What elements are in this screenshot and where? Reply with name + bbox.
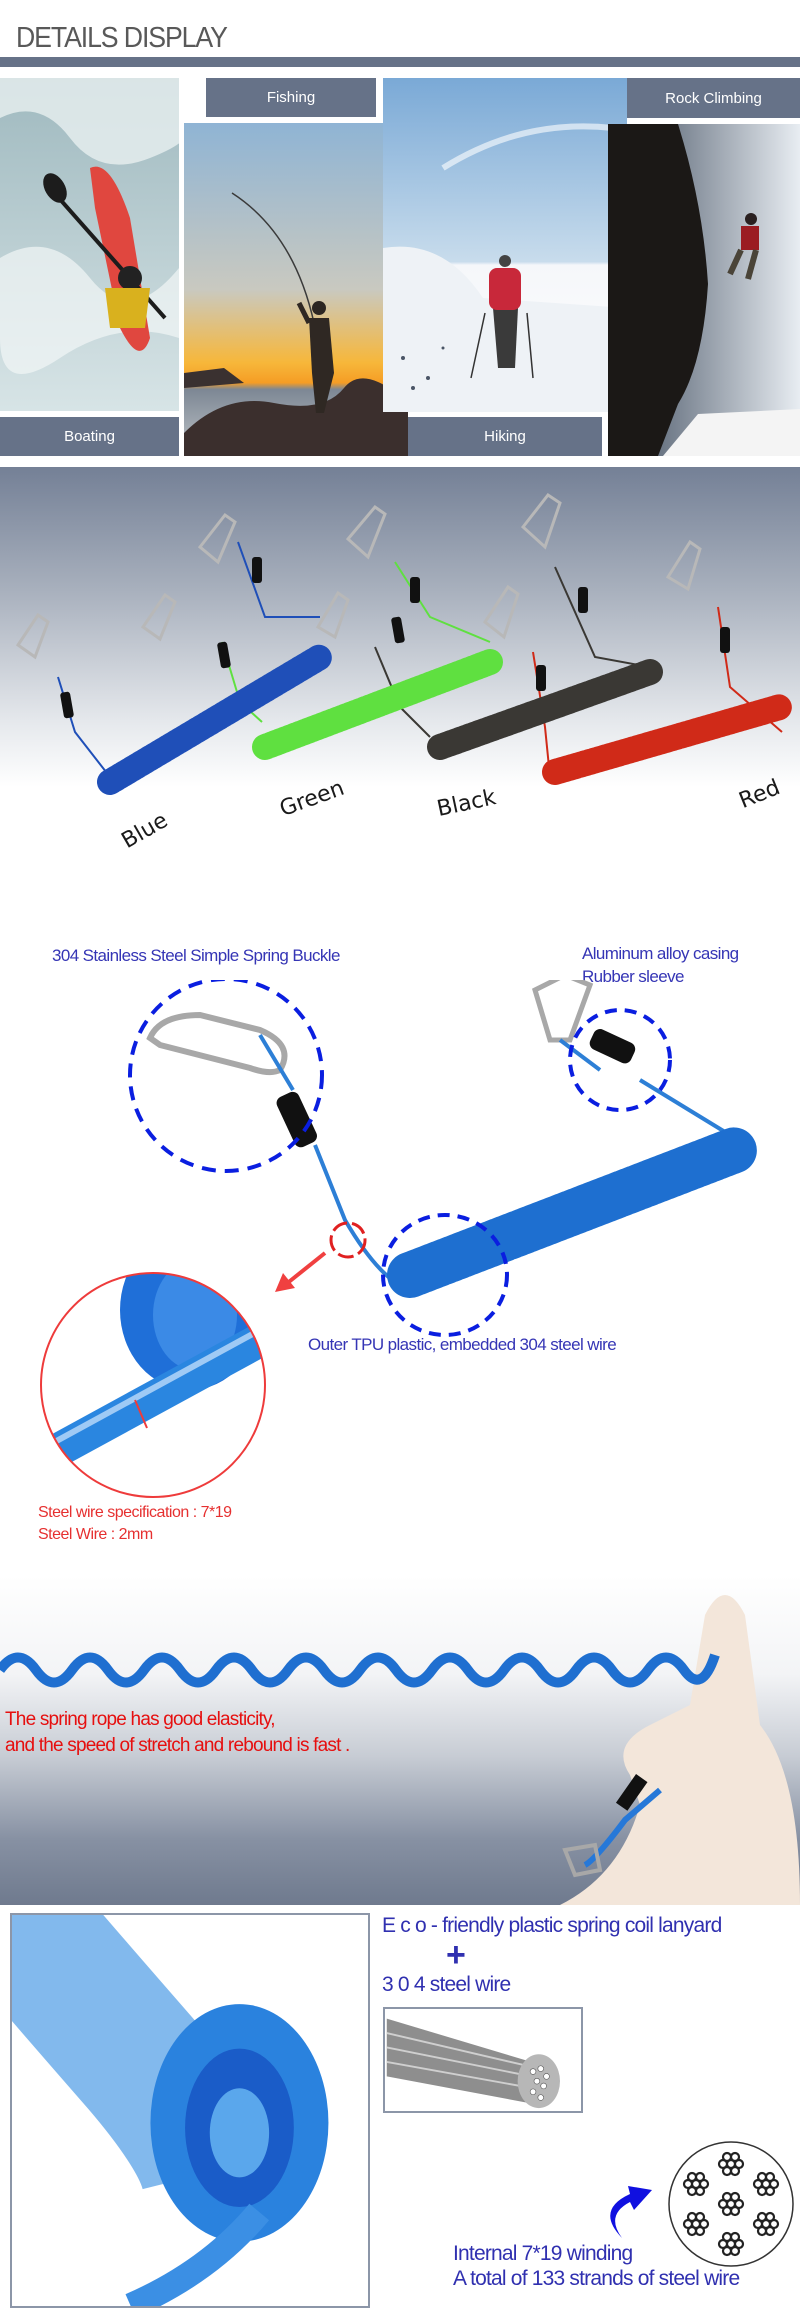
coil-red — [542, 694, 793, 785]
elasticity-note-line2: and the speed of stretch and rebound is … — [5, 1735, 350, 1756]
casing-note-line1: Aluminum alloy casing — [582, 944, 739, 963]
lanyard-diagram — [40, 980, 758, 1498]
spec-note-line1: Steel wire specification : 7*19 — [38, 1504, 232, 1521]
sleeve-callout — [568, 1008, 672, 1112]
coil-callout — [381, 1213, 509, 1337]
photo-fishing — [184, 123, 408, 456]
arrow-icon — [283, 1251, 327, 1287]
rubber-sleeve-icon — [276, 1091, 317, 1148]
elasticity-panel: The spring rope has good elasticity, and… — [0, 1575, 800, 1905]
elasticity-note-line1: The spring rope has good elasticity, — [5, 1709, 276, 1730]
label-fishing: Fishing — [206, 78, 376, 117]
material-line2: 3 0 4 steel wire — [382, 1973, 511, 1996]
coil-green — [252, 649, 503, 760]
carabiner-icon — [665, 539, 702, 592]
strands-note: A total of 133 strands of steel wire — [453, 2267, 740, 2290]
label-hiking: Hiking — [408, 417, 602, 456]
spec-note-line2: Steel Wire : 2mm — [38, 1526, 153, 1543]
coil-blue — [387, 1127, 758, 1298]
carabiner-icon — [315, 590, 350, 640]
casing-note-line2: Rubber sleeve — [582, 967, 684, 986]
material-line1: E c o - friendly plastic spring coil lan… — [382, 1914, 722, 1937]
stretched-coil-illustration — [0, 1595, 800, 1905]
magnified-wire — [41, 1273, 265, 1497]
outer-material-note: Outer TPU plastic, embedded 304 steel wi… — [308, 1335, 617, 1354]
hand-shape — [560, 1595, 800, 1905]
coil-black — [427, 659, 663, 760]
buckle-icon — [532, 980, 594, 1043]
page-title: DETAILS DISPLAY — [16, 22, 228, 54]
photo-boating — [0, 78, 179, 411]
wire-callout — [329, 1221, 367, 1259]
coil-blue — [97, 644, 333, 795]
carabiner-icon — [197, 512, 237, 565]
coil-blue — [0, 1652, 720, 1688]
carabiner-icon — [482, 584, 520, 640]
photo-hiking — [383, 78, 627, 412]
photo-rock-climbing — [608, 124, 800, 456]
label-rock-climbing: Rock Climbing — [627, 78, 800, 118]
title-divider — [0, 57, 800, 67]
carabiner-icon — [140, 592, 177, 642]
coil-closeup-photo — [10, 1913, 370, 2308]
carabiner-icon — [345, 504, 387, 560]
plus-icon: + — [446, 1936, 466, 1974]
cross-section-icon — [668, 2141, 794, 2267]
steel-wire-photo — [383, 2007, 583, 2113]
curved-arrow-icon — [610, 2186, 652, 2238]
winding-note: Internal 7*19 winding — [453, 2242, 633, 2265]
label-boating: Boating — [0, 417, 179, 456]
carabiner-icon — [520, 492, 562, 550]
carabiner-icon — [15, 612, 50, 660]
lanyards-illustration — [15, 492, 793, 795]
buckle-note: 304 Stainless Steel Simple Spring Buckle — [52, 946, 340, 965]
buckle-icon — [146, 1011, 288, 1076]
color-options-panel: Blue Green Black Red — [0, 467, 800, 877]
buckle-callout — [128, 980, 324, 1173]
buckle-icon — [562, 1842, 603, 1878]
